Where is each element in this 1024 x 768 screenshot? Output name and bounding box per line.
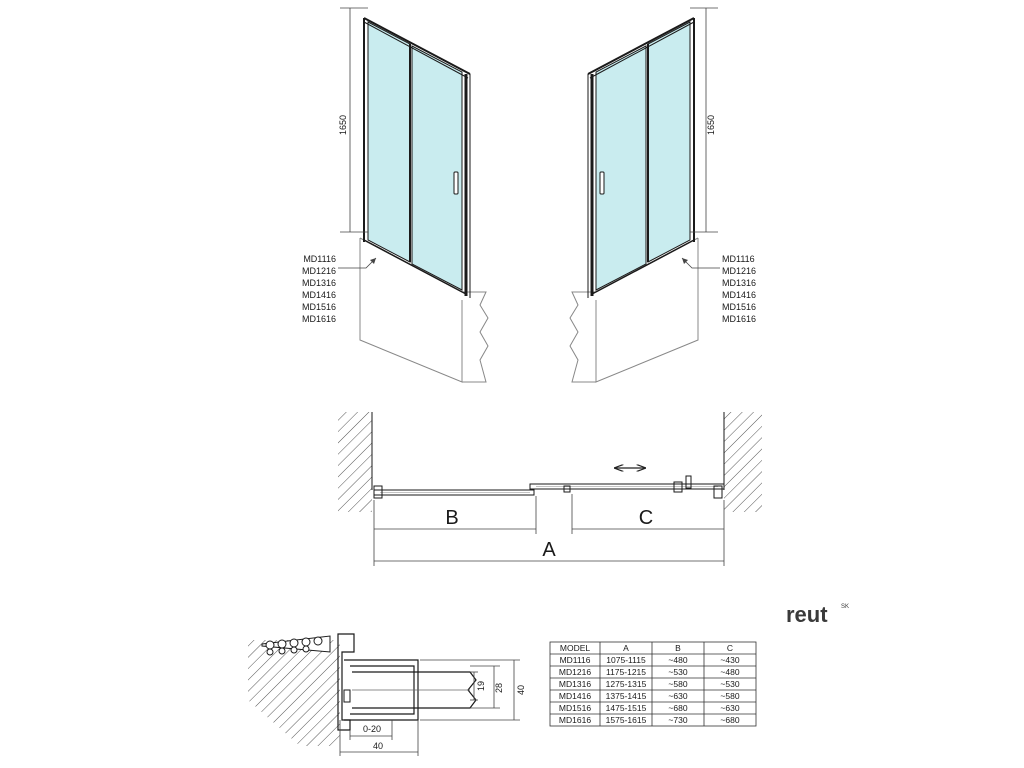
table-row: MD1516 1475-1515 ~680 ~630: [559, 703, 740, 713]
dimension-c-label: C: [639, 507, 653, 529]
table-header: MODEL A B C: [560, 643, 733, 653]
right-height-label: 1650: [706, 115, 716, 135]
left-model-5: MD1616: [302, 314, 336, 324]
dimension-a-label: A: [542, 539, 556, 561]
table-cell: ~530: [668, 667, 687, 677]
table-row: MD1616 1575-1615 ~730 ~680: [559, 715, 740, 725]
left-model-3: MD1416: [302, 290, 336, 300]
table-cell: MD1516: [559, 703, 591, 713]
right-wall-hatch: [724, 412, 762, 512]
plan-view: B C A: [338, 412, 762, 566]
table-cell: 1075-1115: [606, 655, 646, 665]
table-cell: ~730: [668, 715, 687, 725]
plan-dimensions: [373, 494, 725, 566]
left-model-4: MD1516: [302, 302, 336, 312]
model-table: MODEL A B C MD1116 1075-1115 ~480 ~430 M…: [549, 641, 757, 727]
table-cell: MD1116: [560, 655, 591, 665]
table-cell: ~530: [720, 679, 739, 689]
table-header-b: B: [675, 643, 681, 653]
logo-suffix: SK: [841, 604, 849, 610]
table-cell: 1375-1415: [606, 691, 647, 701]
profile-dim-28: 28: [494, 683, 504, 693]
table-row: MD1416 1375-1415 ~630 ~580: [559, 691, 740, 701]
left-model-list: MD1116 MD1216 MD1316 MD1416 MD1516 MD161…: [302, 254, 336, 324]
table-cell: 1575-1615: [606, 715, 647, 725]
table-cell: ~680: [720, 715, 739, 725]
right-frame: [587, 17, 695, 298]
profile-dim-40-vertical: 40: [516, 685, 526, 695]
table-row: MD1216 1175-1215 ~530 ~480: [559, 667, 740, 677]
left-callout-arrow: [338, 257, 377, 269]
right-model-3: MD1416: [722, 290, 756, 300]
right-model-5: MD1616: [722, 314, 756, 324]
right-model-0: MD1116: [722, 254, 755, 264]
table-cell: ~480: [720, 667, 739, 677]
table-cell: 1175-1215: [606, 667, 646, 677]
table-cell: ~680: [668, 703, 687, 713]
right-glass-back: [647, 21, 691, 263]
right-model-2: MD1316: [722, 278, 756, 288]
profile-dim-40-horizontal: 40: [373, 741, 383, 751]
right-model-4: MD1516: [722, 302, 756, 312]
left-glass-front: [411, 45, 463, 291]
brand-logo: reut SK: [786, 602, 849, 627]
table-cell: ~430: [720, 655, 739, 665]
table-cell: ~480: [668, 655, 687, 665]
right-glass-front: [595, 45, 647, 291]
right-model-1: MD1216: [722, 266, 756, 276]
left-elevation: 1650 MD1116 MD1216 MD1316 MD1416 MD1516 …: [302, 7, 489, 383]
left-model-1: MD1216: [302, 266, 336, 276]
table-header-c: C: [727, 643, 733, 653]
right-elevation: 1650 MD1116 MD1216 MD1316 MD1416 MD1516 …: [569, 7, 756, 383]
profile-wall-hatch: [248, 640, 340, 746]
left-wall-hatch: [338, 412, 372, 512]
table-cell: ~630: [720, 703, 739, 713]
table-cell: MD1416: [559, 691, 591, 701]
table-cell: 1275-1315: [606, 679, 647, 689]
profile-dimensions: [339, 659, 520, 756]
table-row: MD1116 1075-1115 ~480 ~430: [560, 655, 740, 665]
logo-text: reut: [786, 602, 828, 627]
wall-plug: [261, 635, 331, 656]
table-cell: MD1216: [559, 667, 591, 677]
wall-profile: [337, 633, 477, 731]
left-door-handle: [453, 171, 459, 195]
profile-dim-0-20: 0-20: [363, 724, 381, 734]
table-row: MD1316 1275-1315 ~580 ~530: [559, 679, 740, 689]
left-frame: [363, 17, 471, 298]
profile-detail: 40 28 19 0-20 40: [248, 633, 526, 756]
table-cell: ~580: [668, 679, 687, 689]
left-model-2: MD1316: [302, 278, 336, 288]
table-cell: ~580: [720, 691, 739, 701]
table-header-a: A: [623, 643, 629, 653]
table-header-model: MODEL: [560, 643, 591, 653]
right-model-list: MD1116 MD1216 MD1316 MD1416 MD1516 MD161…: [722, 254, 756, 324]
left-height-dimension: [340, 7, 368, 233]
left-model-0: MD1116: [303, 254, 336, 264]
right-height-dimension: [690, 7, 718, 233]
left-glass-back: [367, 21, 411, 263]
right-door-handle: [599, 171, 605, 195]
profile-dim-19: 19: [476, 681, 486, 691]
dimension-b-label: B: [445, 507, 458, 529]
table-cell: MD1316: [559, 679, 591, 689]
table-cell: 1475-1515: [606, 703, 647, 713]
left-height-label: 1650: [338, 115, 348, 135]
plan-panels: [373, 475, 725, 499]
table-cell: ~630: [668, 691, 687, 701]
right-callout-arrow: [681, 257, 720, 269]
table-cell: MD1616: [559, 715, 591, 725]
